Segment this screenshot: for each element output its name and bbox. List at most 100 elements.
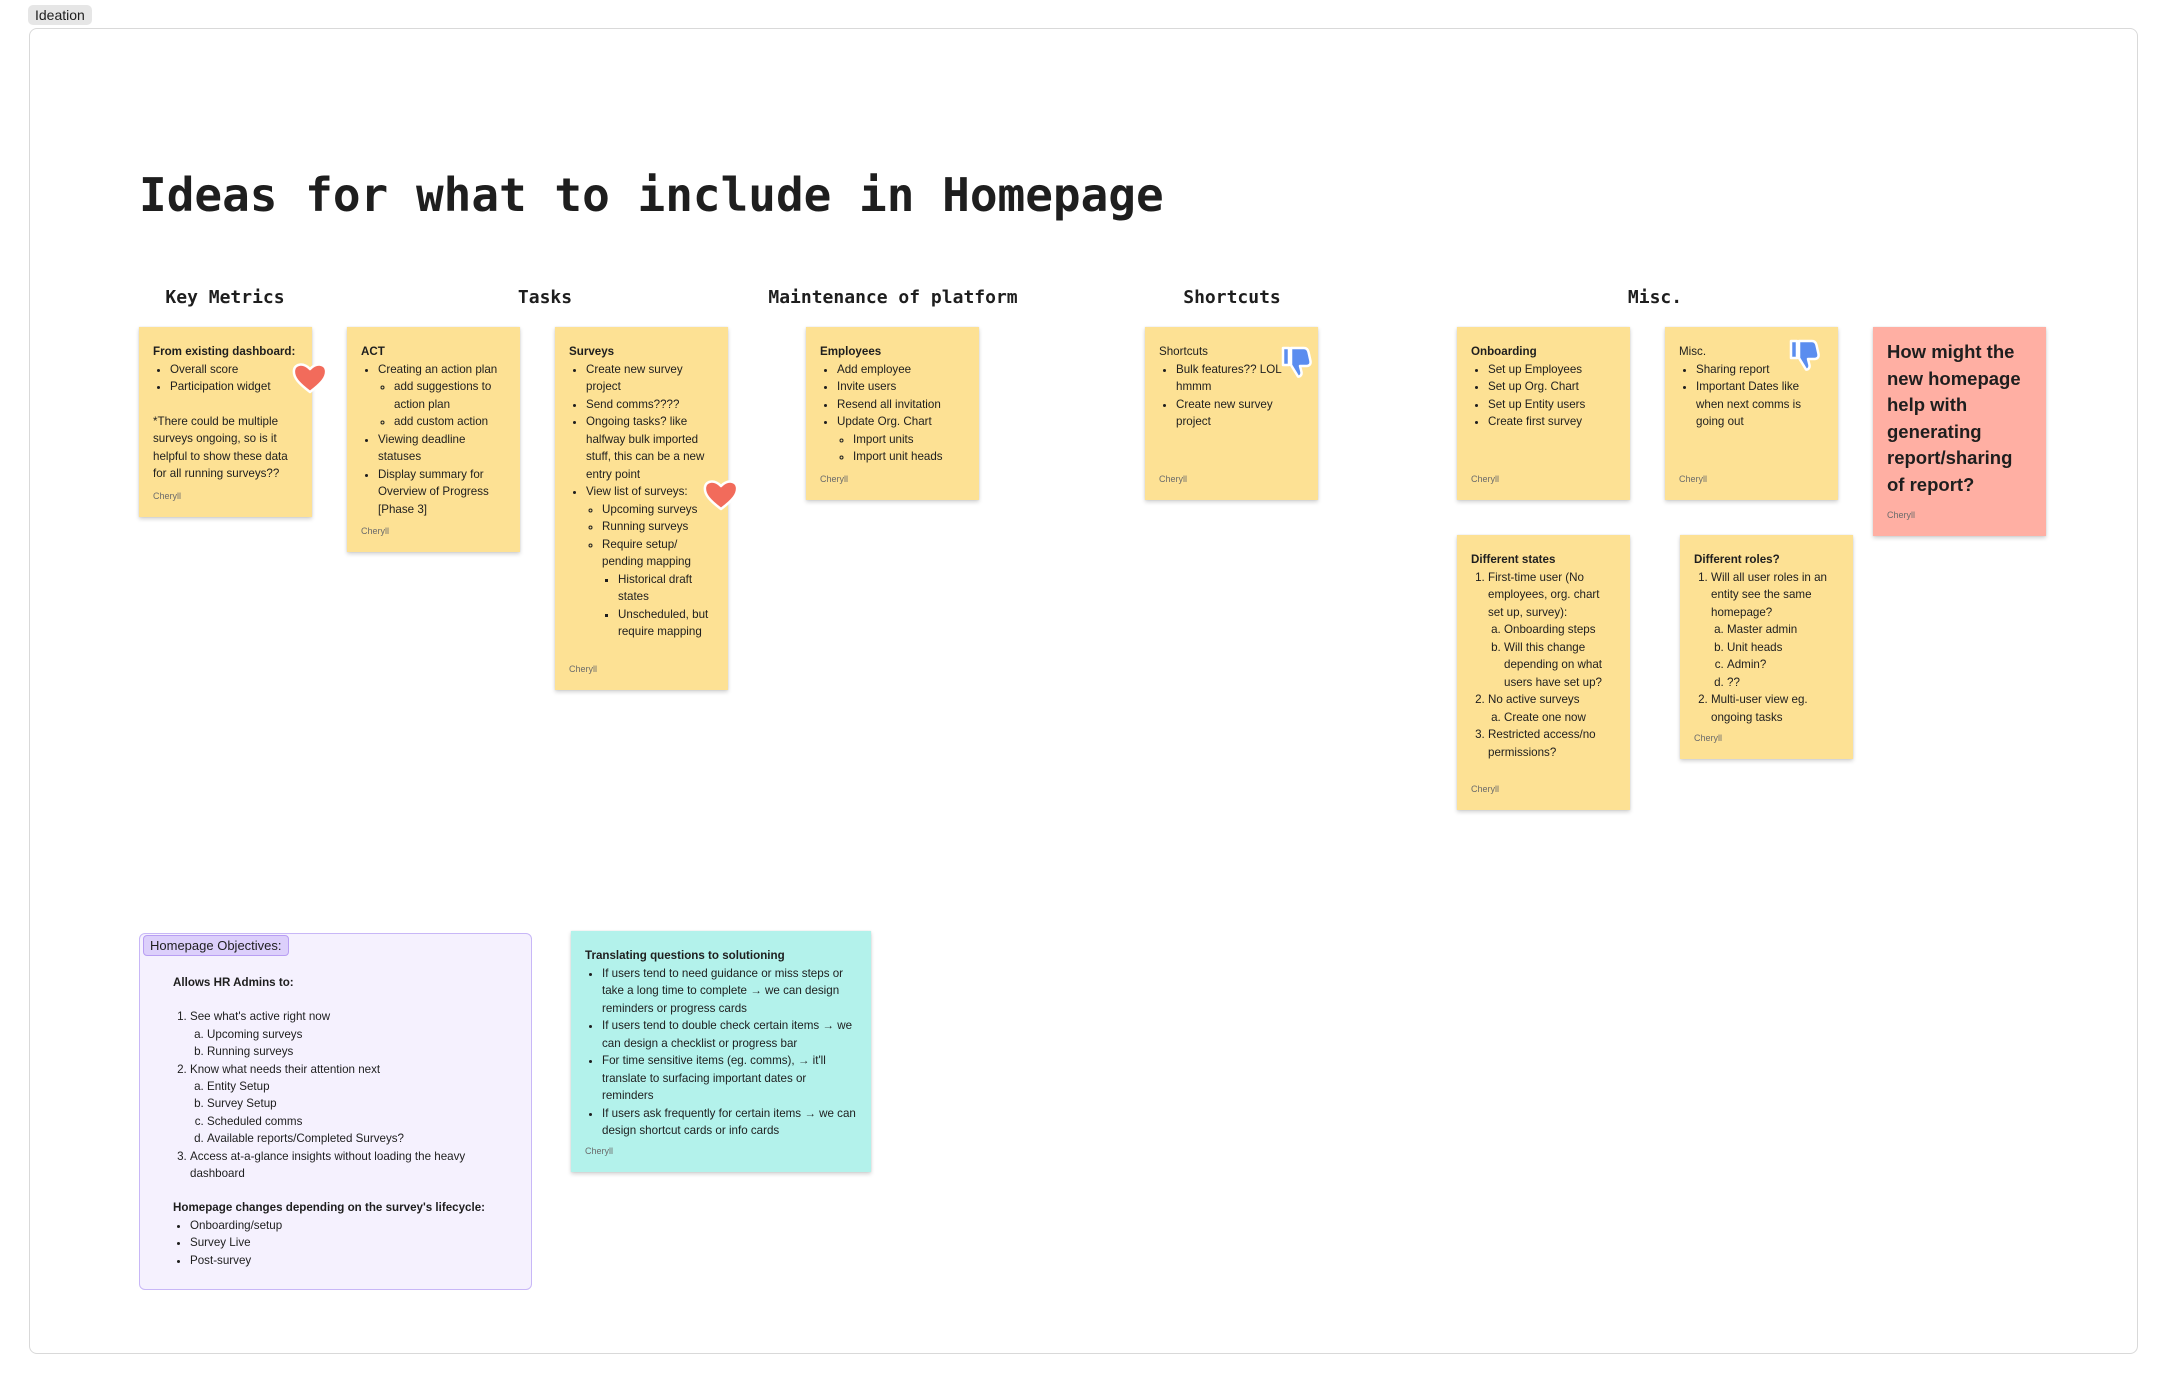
list-item: Import unit heads (853, 448, 965, 466)
list-item: Scheduled comms (207, 1113, 513, 1130)
list-item: Survey Live (190, 1234, 513, 1251)
page-title[interactable]: Ideas for what to include in Homepage (139, 168, 1164, 222)
list-item: Update Org. Chart Import units Import un… (837, 413, 965, 466)
column-header-tasks[interactable]: Tasks (517, 287, 573, 308)
sticky-author: Cheryll (1159, 473, 1188, 484)
list-item: Creating an action plan add suggestions … (378, 361, 506, 431)
list-item: Set up Entity users (1488, 396, 1616, 414)
list-item: add custom action (394, 413, 506, 431)
sticky-list: Overall score Participation widget (153, 361, 298, 396)
sticky-note-different-states[interactable]: Different states First-time user (No emp… (1457, 535, 1630, 810)
thumbs-down-icon[interactable] (1785, 336, 1823, 374)
list-item: ?? (1727, 674, 1839, 692)
section-label-tab[interactable]: Ideation (28, 5, 92, 25)
list-item: Admin? (1727, 656, 1839, 674)
sticky-question-text: How might the new homepage help with gen… (1887, 341, 2021, 495)
list-item: Resend all invitation (837, 396, 965, 414)
list-item: Onboarding steps (1504, 621, 1616, 639)
list-item: If users tend to need guidance or miss s… (602, 965, 857, 1018)
sticky-list: Sharing report Important Dates like when… (1679, 361, 1824, 431)
list-item: Unscheduled, but require mapping (618, 606, 714, 641)
objectives-list: See what's active right now Upcoming sur… (173, 1008, 513, 1182)
sticky-author: Cheryll (585, 1145, 614, 1156)
sticky-note-text: *There could be multiple surveys ongoing… (153, 414, 288, 481)
sticky-note-different-roles[interactable]: Different roles? Will all user roles in … (1680, 535, 1853, 759)
heart-icon[interactable] (702, 476, 740, 514)
sticky-list: Will all user roles in an entity see the… (1694, 569, 1839, 727)
sticky-note-employees[interactable]: Employees Add employee Invite users Rese… (806, 327, 979, 500)
sticky-author: Cheryll (153, 490, 182, 501)
sticky-note-surveys[interactable]: Surveys Create new survey project Send c… (555, 327, 728, 690)
list-item: Entity Setup (207, 1078, 513, 1095)
list-item: First-time user (No employees, org. char… (1488, 569, 1616, 692)
list-item: Viewing deadline statuses (378, 431, 506, 466)
list-item: If users tend to double check certain it… (602, 1017, 857, 1052)
list-item: For time sensitive items (eg. comms), → … (602, 1052, 857, 1105)
list-item: Set up Employees (1488, 361, 1616, 379)
list-item: Create new survey project (1176, 396, 1304, 431)
list-item: Upcoming surveys (602, 501, 714, 519)
sticky-list: First-time user (No employees, org. char… (1471, 569, 1616, 762)
list-item: Running surveys (602, 518, 714, 536)
objectives-section-label[interactable]: Homepage Objectives: (143, 935, 289, 956)
list-item: Access at-a-glance insights without load… (190, 1148, 513, 1183)
sticky-note-question[interactable]: How might the new homepage help with gen… (1873, 327, 2046, 536)
column-header-maintenance[interactable]: Maintenance of platform (768, 287, 1018, 308)
list-item: Set up Org. Chart (1488, 378, 1616, 396)
list-item: Unit heads (1727, 639, 1839, 657)
list-item: Overall score (170, 361, 298, 379)
sticky-title: ACT (361, 345, 385, 358)
sticky-author: Cheryll (820, 473, 849, 484)
sticky-list: Bulk features?? LOL hmmm Create new surv… (1159, 361, 1304, 431)
list-item: Multi-user view eg. ongoing tasks (1711, 691, 1839, 726)
list-item: Add employee (837, 361, 965, 379)
list-item: Upcoming surveys (207, 1026, 513, 1043)
column-header-shortcuts[interactable]: Shortcuts (1183, 287, 1281, 308)
list-item: View list of surveys: Upcoming surveys R… (586, 483, 714, 641)
objectives-text[interactable]: Allows HR Admins to: See what's active r… (173, 974, 513, 1269)
sticky-note-act[interactable]: ACT Creating an action plan add suggesti… (347, 327, 520, 552)
sticky-title: Different roles? (1694, 553, 1780, 566)
list-item: Create first survey (1488, 413, 1616, 431)
list-item: Bulk features?? LOL hmmm (1176, 361, 1304, 396)
sticky-note-onboarding[interactable]: Onboarding Set up Employees Set up Org. … (1457, 327, 1630, 500)
list-item: Import units (853, 431, 965, 449)
sticky-author: Cheryll (1471, 473, 1500, 484)
sticky-author: Cheryll (1694, 732, 1723, 743)
list-item: Send comms???? (586, 396, 714, 414)
list-item: Important Dates like when next comms is … (1696, 378, 1824, 431)
list-item: Will this change depending on what users… (1504, 639, 1616, 692)
thumbs-down-icon[interactable] (1277, 343, 1315, 381)
sticky-list: Creating an action plan add suggestions … (361, 361, 506, 519)
sticky-title: Different states (1471, 553, 1556, 566)
list-item: Create new survey project (586, 361, 714, 396)
heart-icon[interactable] (291, 359, 329, 397)
sticky-author: Cheryll (1887, 509, 1916, 520)
list-item: Invite users (837, 378, 965, 396)
sticky-title: From existing dashboard: (153, 345, 296, 358)
sticky-note-translating-questions[interactable]: Translating questions to solutioning If … (571, 931, 871, 1172)
column-header-misc[interactable]: Misc. (1627, 287, 1683, 308)
list-item: Restricted access/no permissions? (1488, 726, 1616, 761)
sticky-list: Set up Employees Set up Org. Chart Set u… (1471, 361, 1616, 431)
list-item: Historical draft states (618, 571, 714, 606)
sticky-list: Create new survey project Send comms????… (569, 361, 714, 641)
list-item: Onboarding/setup (190, 1217, 513, 1234)
list-item: Will all user roles in an entity see the… (1711, 569, 1839, 692)
list-item: Know what needs their attention next Ent… (190, 1061, 513, 1148)
sticky-title: Shortcuts (1159, 345, 1208, 358)
sticky-list: If users tend to need guidance or miss s… (585, 965, 857, 1140)
sticky-author: Cheryll (361, 525, 390, 536)
lifecycle-list: Onboarding/setup Survey Live Post-survey (173, 1217, 513, 1269)
list-item: See what's active right now Upcoming sur… (190, 1008, 513, 1060)
homepage-objectives-section[interactable]: Homepage Objectives: Allows HR Admins to… (139, 933, 532, 1290)
sticky-author: Cheryll (569, 663, 598, 674)
sticky-note-existing-dashboard[interactable]: From existing dashboard: Overall score P… (139, 327, 312, 517)
list-item: Available reports/Completed Surveys? (207, 1130, 513, 1147)
list-item: Sharing report (1696, 361, 1824, 379)
sticky-title: Translating questions to solutioning (585, 949, 785, 962)
sticky-author: Cheryll (1471, 783, 1500, 794)
objectives-heading: Allows HR Admins to: (173, 976, 294, 989)
column-header-key-metrics[interactable]: Key Metrics (165, 287, 285, 308)
list-item: Require setup/ pending mapping Historica… (602, 536, 714, 641)
